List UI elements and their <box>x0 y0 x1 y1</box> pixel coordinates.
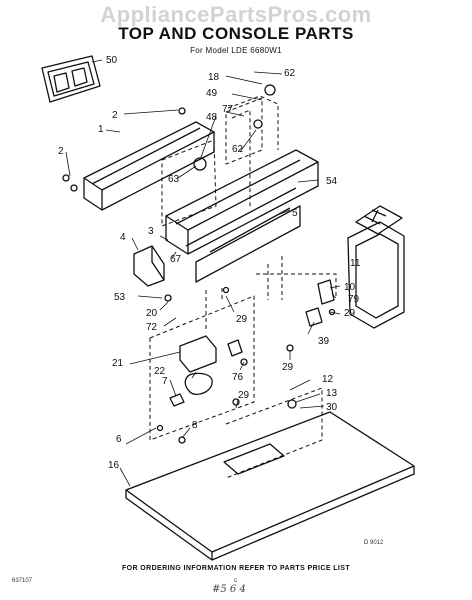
label-5: 5 <box>292 208 298 219</box>
label-2b: 2 <box>58 146 64 157</box>
label-62b: 62 <box>232 144 244 155</box>
label-3: 3 <box>148 226 154 237</box>
page-title: TOP AND CONSOLE PARTS <box>118 24 354 43</box>
label-63: 63 <box>168 174 180 185</box>
label-8: 8 <box>192 420 198 431</box>
label-53: 53 <box>114 292 126 303</box>
label-16: 16 <box>108 460 120 471</box>
label-72: 72 <box>146 322 158 333</box>
label-76: 76 <box>232 372 244 383</box>
label-1: 1 <box>98 124 104 135</box>
label-6: 6 <box>116 434 122 445</box>
label-50: 50 <box>106 55 118 66</box>
label-12: 12 <box>322 374 334 385</box>
label-79: 79 <box>348 294 360 305</box>
part-4-end-cap <box>133 245 165 287</box>
part-50-bezel <box>41 55 101 103</box>
label-21: 21 <box>112 358 124 369</box>
label-29c: 29 <box>282 362 294 373</box>
model-subtitle: For Model LDE 6680W1 <box>190 46 282 55</box>
label-29: 29 <box>236 314 248 325</box>
label-13: 13 <box>326 388 338 399</box>
label-18: 18 <box>208 72 220 83</box>
label-29b: 29 <box>344 308 356 319</box>
screws <box>62 84 336 444</box>
part-11-assembly <box>347 205 405 329</box>
label-22: 22 <box>154 366 166 377</box>
part-16-top-panel <box>125 411 415 561</box>
watermark: AppliancePartsPros.com <box>100 2 372 27</box>
label-39: 39 <box>318 336 330 347</box>
label-4: 4 <box>120 232 126 243</box>
ordering-note: FOR ORDERING INFORMATION REFER TO PARTS … <box>121 565 351 572</box>
label-48: 48 <box>206 112 218 123</box>
part-79-switch <box>305 279 335 327</box>
part-21-timer <box>169 335 243 407</box>
label-20: 20 <box>146 308 158 319</box>
label-54: 54 <box>326 176 338 187</box>
diagram-code: D 9012 <box>364 540 384 546</box>
label-77: 77 <box>222 104 234 115</box>
label-30: 30 <box>326 402 338 413</box>
label-10: 10 <box>344 282 356 293</box>
label-11: 11 <box>350 258 361 269</box>
handwritten-note: #5 6 4 <box>212 584 246 595</box>
part-1-control-panel <box>83 121 215 211</box>
label-2: 2 <box>112 110 118 121</box>
code-left: 637107 <box>12 578 33 584</box>
part-54-console <box>165 149 319 283</box>
label-29d: 29 <box>238 390 250 401</box>
label-62: 62 <box>284 68 296 79</box>
part-labels: 50 18 62 49 77 2 48 62 1 2 63 54 5 3 4 6… <box>58 55 361 471</box>
label-67: 67 <box>170 254 182 265</box>
code-center: c <box>234 578 237 584</box>
label-49: 49 <box>206 88 218 99</box>
label-7: 7 <box>162 376 168 387</box>
